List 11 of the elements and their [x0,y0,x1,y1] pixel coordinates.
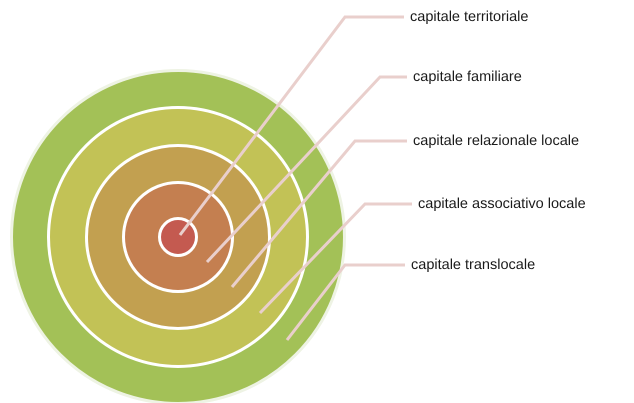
leader-line [286,264,405,341]
leader-line [230,140,407,288]
ring-label: capitale relazionale locale [413,132,580,150]
ring-label: capitale translocale [411,256,536,274]
ring-label: capitale associativo locale [418,195,586,213]
leader-line [258,202,412,314]
ring-label: capitale familiare [413,68,522,86]
leader-line [206,76,407,264]
ring-label: capitale territoriale [410,8,528,26]
leader-line [178,16,404,236]
ring [158,217,198,257]
